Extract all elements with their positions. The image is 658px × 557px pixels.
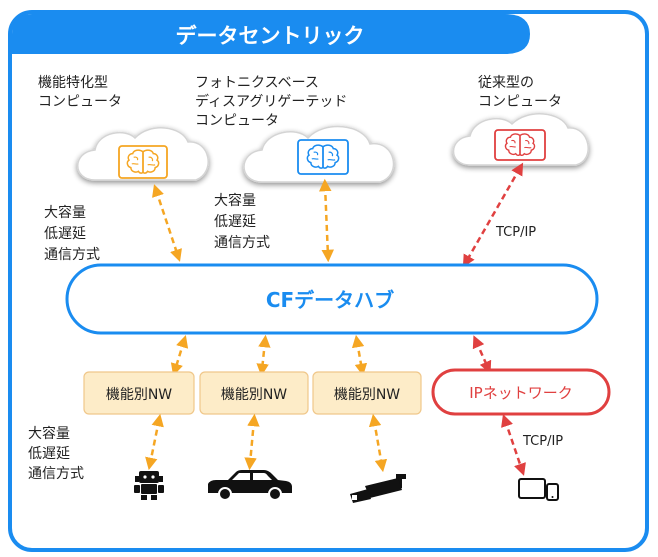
arrow-specialized-hub xyxy=(152,184,182,262)
function-nw-1-label: 機能別NW xyxy=(106,387,172,403)
svg-text:従来型の: 従来型の xyxy=(478,75,534,91)
arrow-conventional-hub xyxy=(462,162,524,268)
arrow-nw1-robot xyxy=(145,413,164,471)
function-nw-3-label: 機能別NW xyxy=(334,387,400,403)
svg-text:低遅延: 低遅延 xyxy=(214,214,256,230)
svg-text:通信方式: 通信方式 xyxy=(44,247,100,263)
svg-text:機能特化型: 機能特化型 xyxy=(38,75,108,91)
label-photonics-computer: フォトニクスベース ディスアグリゲーテッド コンピュータ xyxy=(195,75,347,129)
arrow-hub-ip xyxy=(472,335,492,374)
svg-text:コンピュータ: コンピュータ xyxy=(478,94,562,110)
svg-text:フォトニクスベース: フォトニクスベース xyxy=(195,75,319,91)
label-high-capacity-middle: 大容量 低遅延 通信方式 xyxy=(214,192,270,251)
svg-text:コンピュータ: コンピュータ xyxy=(195,113,279,129)
robot-icon xyxy=(134,471,164,500)
svg-text:低遅延: 低遅延 xyxy=(28,446,70,462)
svg-text:コンピュータ: コンピュータ xyxy=(38,94,122,110)
tablet-phone-icon xyxy=(518,478,559,501)
label-tcpip-bottom: TCP/IP xyxy=(522,434,563,449)
ip-network-label: IPネットワーク xyxy=(469,384,572,402)
arrow-nw3-camera xyxy=(368,413,388,473)
label-high-capacity-left: 大容量 低遅延 通信方式 xyxy=(44,204,100,263)
diagram-title: データセントリック xyxy=(176,24,365,48)
function-nw-3 xyxy=(312,371,422,415)
arrow-hub-nw1 xyxy=(170,335,189,376)
ip-network xyxy=(431,368,611,416)
svg-text:大容量: 大容量 xyxy=(28,425,70,442)
label-high-capacity-bottom: 大容量 低遅延 通信方式 xyxy=(28,425,84,482)
function-nw-1 xyxy=(83,371,195,415)
arrow-hub-nw2 xyxy=(256,334,271,377)
label-tcpip-top: TCP/IP xyxy=(495,225,536,240)
svg-text:大容量: 大容量 xyxy=(44,204,86,221)
svg-text:大容量: 大容量 xyxy=(214,192,256,209)
svg-text:通信方式: 通信方式 xyxy=(214,235,270,251)
title-bar xyxy=(12,14,530,54)
svg-text:通信方式: 通信方式 xyxy=(28,466,84,482)
arrow-photonics-hub xyxy=(319,178,334,263)
label-specialized-computer: 機能特化型 コンピュータ xyxy=(38,75,122,110)
cf-data-hub xyxy=(65,263,599,335)
car-icon xyxy=(208,470,292,501)
hub-label: CFデータハブ xyxy=(266,288,394,312)
svg-text:低遅延: 低遅延 xyxy=(44,226,86,242)
arrow-nw2-car xyxy=(244,413,260,471)
security-camera-icon xyxy=(350,474,406,503)
label-conventional-computer: 従来型の コンピュータ xyxy=(478,75,562,110)
arrow-ip-devices xyxy=(501,414,526,476)
arrow-hub-nw3 xyxy=(351,334,368,377)
svg-text:ディスアグリゲーテッド: ディスアグリゲーテッド xyxy=(195,93,347,110)
function-nw-2-label: 機能別NW xyxy=(221,387,287,403)
